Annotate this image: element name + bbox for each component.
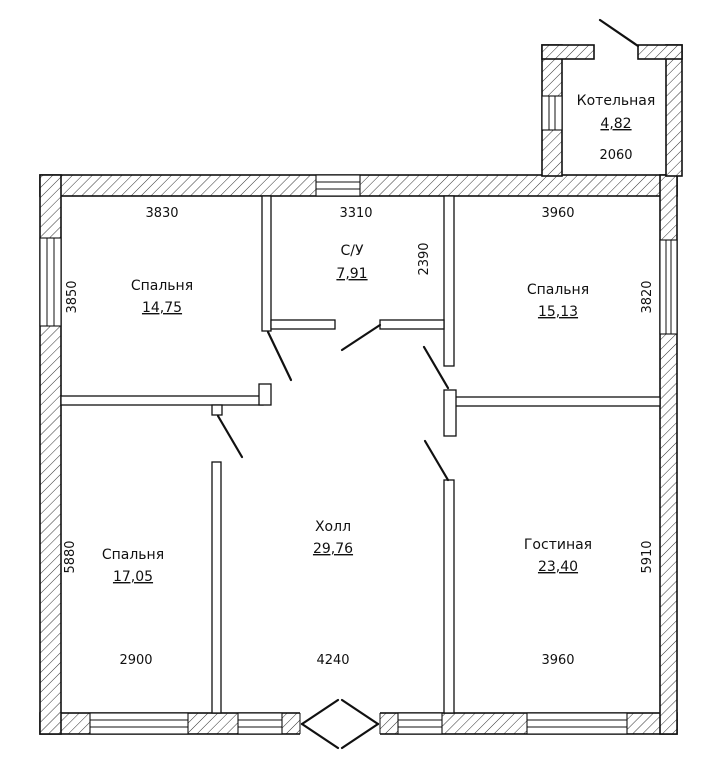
room-name-bedroom3: Спальня [102, 547, 164, 563]
room-area-bath: 7,91 [336, 266, 367, 282]
windows [39, 95, 678, 735]
window-top-bath [315, 174, 361, 197]
door-bedroom1 [266, 330, 293, 382]
wall-bedroom3-hall [211, 461, 222, 714]
wall-bedroom2-living [453, 396, 661, 407]
dim-hall-width: 4240 [316, 653, 349, 668]
room-name-bedroom2: Спальня [527, 282, 589, 298]
room-area-bedroom1: 14,75 [142, 300, 182, 316]
dim-bedroom3-height: 5880 [63, 540, 78, 573]
room-labels: Котельная 4,82 С/У 7,91 Спальня 14,75 Сп… [102, 93, 655, 585]
room-area-bedroom2: 15,13 [538, 304, 578, 320]
window-right-bedroom [659, 239, 678, 335]
wall-bedroom1-bath [261, 195, 272, 332]
boiler-wall-top-left [541, 44, 595, 60]
window-bottom-hall-left [237, 712, 283, 735]
wall-bedroom1-bedroom3 [60, 395, 264, 406]
room-name-bath: С/У [340, 243, 363, 259]
dim-bath-width: 3310 [339, 206, 372, 221]
wall-bath-bottom-right [379, 319, 445, 330]
room-name-living: Гостиная [524, 537, 592, 553]
interior-doors [216, 323, 450, 482]
door-bedroom2 [422, 345, 450, 390]
room-name-boiler: Котельная [577, 93, 656, 109]
door-bedroom3 [216, 414, 244, 459]
room-area-boiler: 4,82 [600, 116, 631, 132]
room-name-bedroom1: Спальня [131, 278, 193, 294]
dim-bedroom2-width: 3960 [541, 206, 574, 221]
dim-bedroom1-width: 3830 [145, 206, 178, 221]
room-area-bedroom3: 17,05 [113, 569, 153, 585]
door-living [423, 439, 450, 482]
interior-walls [60, 195, 661, 714]
boiler-wall-right [665, 44, 683, 177]
dim-bedroom2-height: 3820 [640, 280, 655, 313]
wall-hall-living [443, 479, 455, 714]
dim-bedroom1-height: 3850 [65, 280, 80, 313]
wall-stub-left [258, 383, 272, 406]
room-area-living: 23,40 [538, 559, 578, 575]
dim-living-height: 5910 [640, 540, 655, 573]
dim-bedroom3-width: 2900 [119, 653, 152, 668]
window-left-bedroom [39, 237, 62, 327]
window-bottom-living [526, 712, 628, 735]
wall-stub-right [443, 389, 457, 437]
boiler-door [593, 18, 640, 59]
door-bath [340, 323, 382, 352]
window-bottom-bedroom [89, 712, 189, 735]
room-area-hall: 29,76 [313, 541, 353, 557]
wall-bath-bottom-left [270, 319, 336, 330]
exterior-walls [39, 44, 683, 735]
wall-bath-bedroom2 [443, 195, 455, 367]
wall-stub-bedroom3 [211, 404, 223, 416]
entrance-door [299, 698, 381, 750]
boiler-wall-top-right [637, 44, 683, 60]
dimension-labels: 2060 3830 3310 3960 3850 2390 3820 5880 … [63, 148, 655, 668]
dim-boiler-width: 2060 [599, 148, 632, 163]
window-bottom-hall-right [397, 712, 443, 735]
room-name-hall: Холл [315, 519, 351, 535]
window-boiler [541, 95, 563, 131]
dim-bath-height: 2390 [417, 242, 432, 275]
dim-living-width: 3960 [541, 653, 574, 668]
